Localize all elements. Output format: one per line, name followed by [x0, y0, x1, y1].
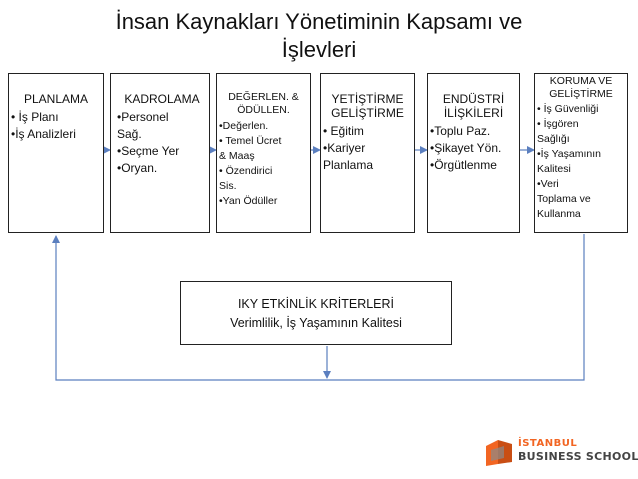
box-item: •Toplu Paz. [430, 124, 491, 138]
box-item: Sağ. [117, 127, 142, 141]
box-item: Planlama [323, 158, 374, 172]
box-head: İLİŞKİLERİ [443, 106, 504, 120]
box-item: •Şikayet Yön. [430, 141, 502, 155]
box-item: •Kariyer [323, 141, 366, 155]
box-item: • İş Planı [11, 110, 59, 124]
box-head: GELİŞTİRME [331, 106, 404, 120]
title-line-2: İşlevleri [281, 37, 357, 62]
box-koruma: KORUMA VE GELİŞTİRME • İş Güvenliği • İş… [534, 73, 628, 233]
box-head: ÖDÜLLEN. [237, 104, 290, 116]
box-item: •Seçme Yer [117, 144, 180, 158]
istanbul-business-school-logo: İSTANBUL BUSINESS SCHOOL [482, 436, 638, 470]
box-head: ENDÜSTRİ [442, 92, 505, 106]
box-head: DEĞERLEN. & [228, 91, 299, 103]
box-item: Kalitesi [537, 163, 571, 175]
box-item: •Oryan. [117, 161, 158, 175]
box-item: •Personel [117, 110, 169, 124]
box-endustri: ENDÜSTRİ İLİŞKİLERİ •Toplu Paz. •Şikayet… [427, 73, 520, 233]
title-line-1: İnsan Kaynakları Yönetiminin Kapsamı ve [115, 9, 523, 34]
box-item: •İş Analizleri [11, 127, 76, 141]
logo-line-2: BUSINESS SCHOOL [518, 450, 638, 463]
criteria-title: IKY ETKİNLİK KRİTERLERİ [237, 297, 395, 311]
box-item: Toplama ve [537, 193, 591, 205]
slide-title: İnsan Kaynakları Yönetiminin Kapsamı ve … [60, 8, 578, 64]
box-item: •Veri [537, 178, 559, 190]
box-item: Sağlığı [537, 133, 570, 145]
box-planlama: PLANLAMA • İş Planı •İş Analizleri [8, 73, 104, 233]
box-item: •Örgütlenme [430, 158, 497, 172]
box-item: • Temel Ücret [219, 135, 282, 147]
box-kadrolama: KADROLAMA •Personel Sağ. •Seçme Yer •Ory… [110, 73, 210, 233]
box-item: • Eğitim [323, 124, 364, 138]
box-item: •Değerlen. [219, 120, 269, 132]
logo-cube-icon [486, 440, 512, 466]
box-item: •Yan Ödüller [219, 195, 278, 207]
box-yetistirme: YETİŞTİRME GELİŞTİRME • Eğitim •Kariyer … [320, 73, 415, 233]
box-item: • İş Güvenliği [537, 103, 599, 115]
criteria-subtitle: Verimlilik, İş Yaşamının Kalitesi [230, 316, 402, 330]
box-head: GELİŞTİRME [549, 88, 613, 100]
box-head: PLANLAMA [23, 92, 89, 106]
feedback-loop [52, 234, 585, 381]
box-item: & Maaş [219, 150, 255, 162]
box-item: • Özendirici [219, 165, 273, 177]
criteria-box: IKY ETKİNLİK KRİTERLERİ Verimlilik, İş Y… [180, 281, 452, 345]
box-head: KADROLAMA [124, 92, 200, 106]
box-degerlendirme: DEĞERLEN. & ÖDÜLLEN. •Değerlen. • Temel … [216, 73, 311, 233]
box-item: • İşgören [537, 118, 579, 130]
box-item: Kullanma [537, 208, 581, 220]
box-head: KORUMA VE [549, 75, 613, 87]
box-head: YETİŞTİRME [331, 92, 404, 106]
box-item: •İş Yaşamının [537, 148, 601, 160]
logo-line-1: İSTANBUL [518, 438, 578, 449]
box-item: Sis. [219, 180, 237, 192]
